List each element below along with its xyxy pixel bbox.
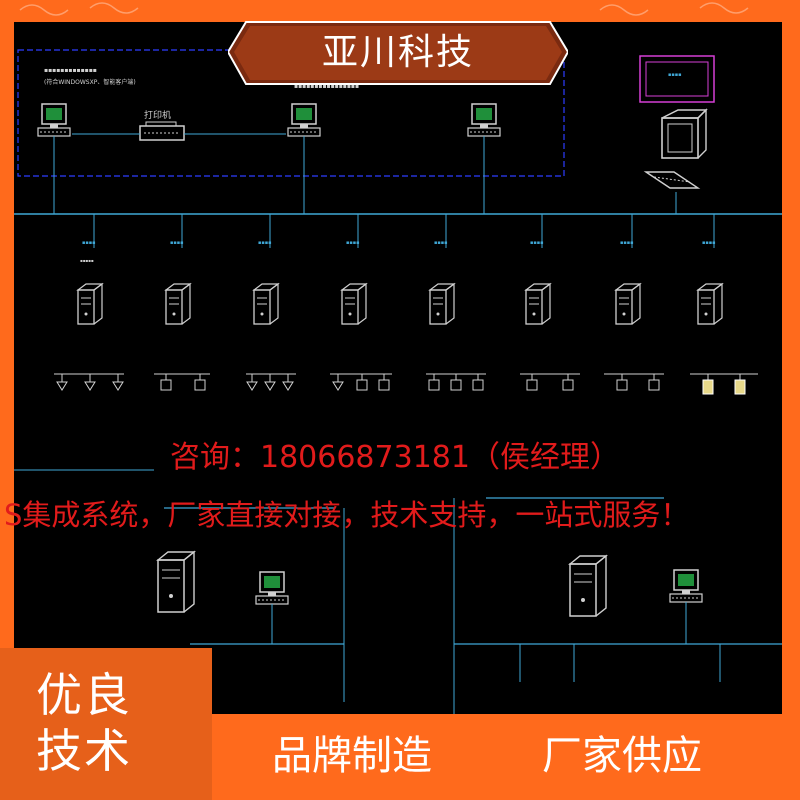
subsystem-5: ▪▪▪▪ <box>426 214 486 391</box>
remote-monitor-label: ▪▪▪▪ <box>668 72 682 78</box>
svg-text:▪▪▪▪▪: ▪▪▪▪▪ <box>80 258 94 263</box>
quality-badge <box>0 648 212 800</box>
remote-monitor-frame <box>639 55 715 103</box>
badge-line-1: 优良 <box>36 668 132 722</box>
workstation-os-label: (符合WINDOWSXP、智能客户端) <box>44 78 136 86</box>
operator-terminal-icon <box>643 108 708 189</box>
subsystem-3: ▪▪▪▪ <box>246 214 296 391</box>
svg-text:▪▪▪▪: ▪▪▪▪ <box>170 240 184 246</box>
service-slogan: S集成系统，厂家直接对接，技术支持，一站式服务！ <box>4 498 690 532</box>
svg-text:▪▪▪▪: ▪▪▪▪ <box>530 240 544 246</box>
brand-banner <box>228 21 568 85</box>
bottom-slogan-brand: 品牌制造 <box>272 733 432 779</box>
subsystem-2: ▪▪▪▪ <box>154 214 210 391</box>
svg-text:▪▪▪▪: ▪▪▪▪ <box>702 240 716 246</box>
badge-line-2: 技术 <box>36 724 132 778</box>
svg-text:▪▪▪▪: ▪▪▪▪ <box>620 240 634 246</box>
lower-right-workstation-icon <box>669 569 703 603</box>
contact-info: 咨询：18066873181（侯经理） <box>170 440 620 475</box>
workstation-caption: ▪▪▪▪▪▪▪▪▪▪▪▪▪ <box>44 67 97 74</box>
lower-right-server-icon <box>569 555 607 617</box>
bottom-bar <box>212 714 800 800</box>
brand-name: 亚川科技 <box>321 32 474 73</box>
lower-left-workstation-icon <box>255 571 289 605</box>
svg-text:▪▪▪▪: ▪▪▪▪ <box>434 240 448 246</box>
svg-text:▪▪▪▪: ▪▪▪▪ <box>82 240 96 246</box>
subsystem-4: ▪▪▪▪ <box>330 214 392 391</box>
workstation-2-icon <box>287 103 321 137</box>
lower-left-server-icon <box>157 551 195 613</box>
subsystem-7: ▪▪▪▪ <box>604 214 664 391</box>
subsystem-1: ▪▪▪▪ ▪▪▪▪▪ <box>54 214 124 391</box>
subsystem-8: ▪▪▪▪ <box>690 214 758 395</box>
remote-monitor-screen <box>645 61 709 97</box>
printer-icon <box>139 121 185 141</box>
svg-text:▪▪▪▪: ▪▪▪▪ <box>346 240 360 246</box>
workstation-1-icon <box>37 103 71 137</box>
bottom-slogan-supply: 厂家供应 <box>542 733 702 779</box>
printer-label: 打印机 <box>144 109 171 121</box>
network-topology-diagram: ▪▪▪▪ 打印机 (符合WINDOWSXP、智能客户端) ▪▪▪▪▪▪▪▪▪▪▪… <box>14 49 782 722</box>
workstation-3-icon <box>467 103 501 137</box>
subsystem-6: ▪▪▪▪ <box>520 214 580 391</box>
workstation-2-caption: ▪▪▪▪▪▪▪▪▪▪▪▪▪▪▪▪ <box>294 83 359 90</box>
svg-text:▪▪▪▪: ▪▪▪▪ <box>258 240 272 246</box>
